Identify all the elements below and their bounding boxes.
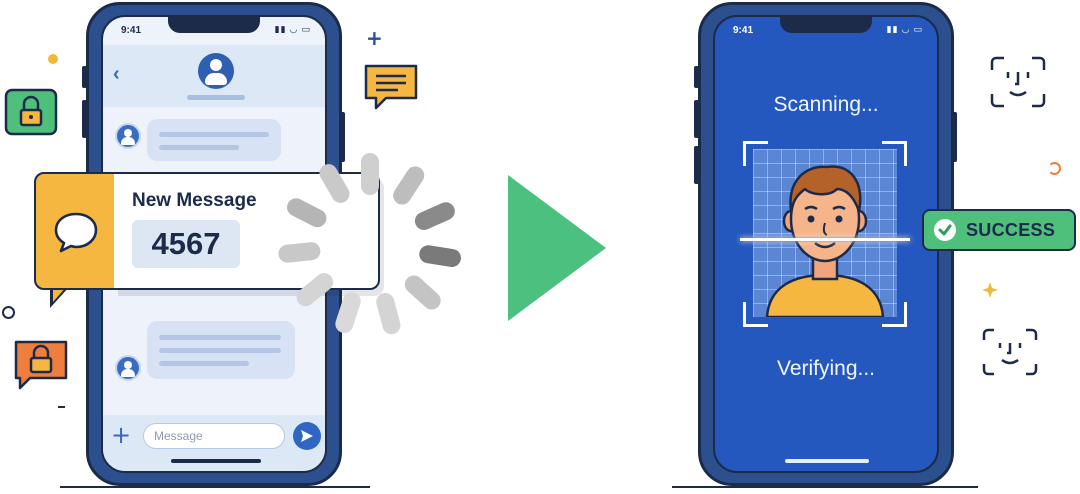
chevron-left-icon[interactable]: ‹ [113, 63, 120, 85]
contact-avatar[interactable] [198, 53, 234, 89]
success-label: SUCCESS [966, 220, 1056, 240]
frame-corner [882, 302, 907, 327]
send-button[interactable] [293, 422, 321, 450]
frame-corner [743, 141, 768, 166]
chat-header: ‹ [103, 45, 325, 107]
contact-name-placeholder [187, 95, 245, 100]
play-arrow-icon [508, 175, 608, 326]
success-badge: SUCCESS [922, 209, 1076, 251]
message-input[interactable] [143, 423, 285, 449]
status-bar: 9:41 ▮▮ ◡ ▭ [103, 17, 325, 45]
verification-code: 4567 [151, 226, 221, 261]
add-attachment-button[interactable]: + [111, 421, 131, 449]
scanning-text: Scanning... [773, 93, 879, 116]
decorative-ring [2, 306, 15, 319]
phone-side-button [952, 112, 957, 162]
sparkle-icon [982, 282, 998, 303]
notification-title: New Message [132, 190, 257, 211]
decorative-ring [1048, 162, 1061, 175]
frame-corner [882, 141, 907, 166]
scan-grid [753, 149, 897, 317]
face-scan-frame [743, 141, 907, 327]
notification-icon-panel [34, 172, 116, 290]
ground-line [60, 486, 370, 488]
notification-body: New Message 4567 [114, 172, 380, 290]
phone-side-button [82, 66, 87, 88]
status-time: 9:41 [733, 25, 754, 36]
home-indicator [171, 459, 261, 463]
plus-icon: + [111, 421, 132, 449]
status-bar: 9:41 ▮▮ ◡ ▭ [715, 17, 937, 45]
face-avatar-icon [765, 165, 885, 317]
decorative-dot [48, 54, 58, 64]
ground-line [672, 486, 978, 488]
send-icon [301, 430, 313, 442]
phone-notch [168, 17, 260, 33]
scan-line [740, 238, 910, 241]
message-composer: + [103, 415, 325, 471]
notification-tail-fill [53, 286, 67, 302]
lock-icon-orange [12, 338, 70, 395]
avatar [115, 123, 141, 149]
message-bubble [147, 119, 281, 161]
verification-code-box: 4567 [132, 220, 240, 268]
status-icons: ▮▮ ◡ ▭ [274, 24, 311, 34]
avatar [115, 355, 141, 381]
status-icons: ▮▮ ◡ ▭ [886, 24, 923, 34]
face-id-icon [988, 54, 1048, 115]
status-time: 9:41 [121, 25, 142, 36]
face-scan-screen: 9:41 ▮▮ ◡ ▭ Scanning... [713, 15, 939, 473]
new-message-notification[interactable]: New Message 4567 [34, 172, 380, 308]
message-lines-icon [362, 62, 420, 117]
phone-side-button [82, 100, 87, 138]
decorative-dash [58, 406, 65, 408]
loading-spinner-icon [260, 150, 470, 340]
frame-corner [743, 302, 768, 327]
face-scan-phone: 9:41 ▮▮ ◡ ▭ Scanning... [698, 2, 954, 486]
face-id-icon [980, 326, 1040, 383]
phone-side-button [694, 146, 699, 184]
phone-notch [780, 17, 872, 33]
home-indicator [785, 459, 869, 463]
phone-side-button [694, 66, 699, 88]
check-circle-icon [934, 219, 956, 241]
verifying-text: Verifying... [776, 357, 876, 380]
chat-bubble-icon [54, 212, 98, 253]
phone-side-button [340, 112, 345, 162]
message-bubble [147, 321, 295, 379]
phone-side-button [694, 100, 699, 138]
plus-sparkle-icon: + [366, 26, 383, 50]
lock-icon-green [4, 88, 58, 141]
